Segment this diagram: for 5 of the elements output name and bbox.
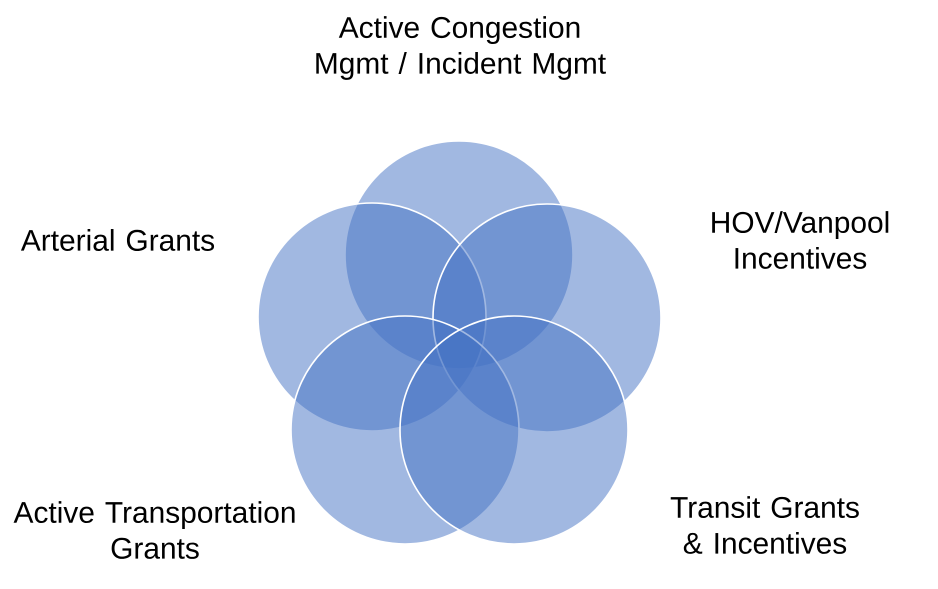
circle-label: Active Congestion Mgmt / Incident Mgmt — [316, 16, 606, 80]
circle-label: Transit Grants & Incentives — [670, 496, 859, 554]
circle-label: Active Transportation Grants — [14, 501, 295, 559]
circle-label: Arterial Grants — [20, 229, 214, 251]
circle-label: HOV/Vanpool Incentives — [712, 211, 888, 269]
